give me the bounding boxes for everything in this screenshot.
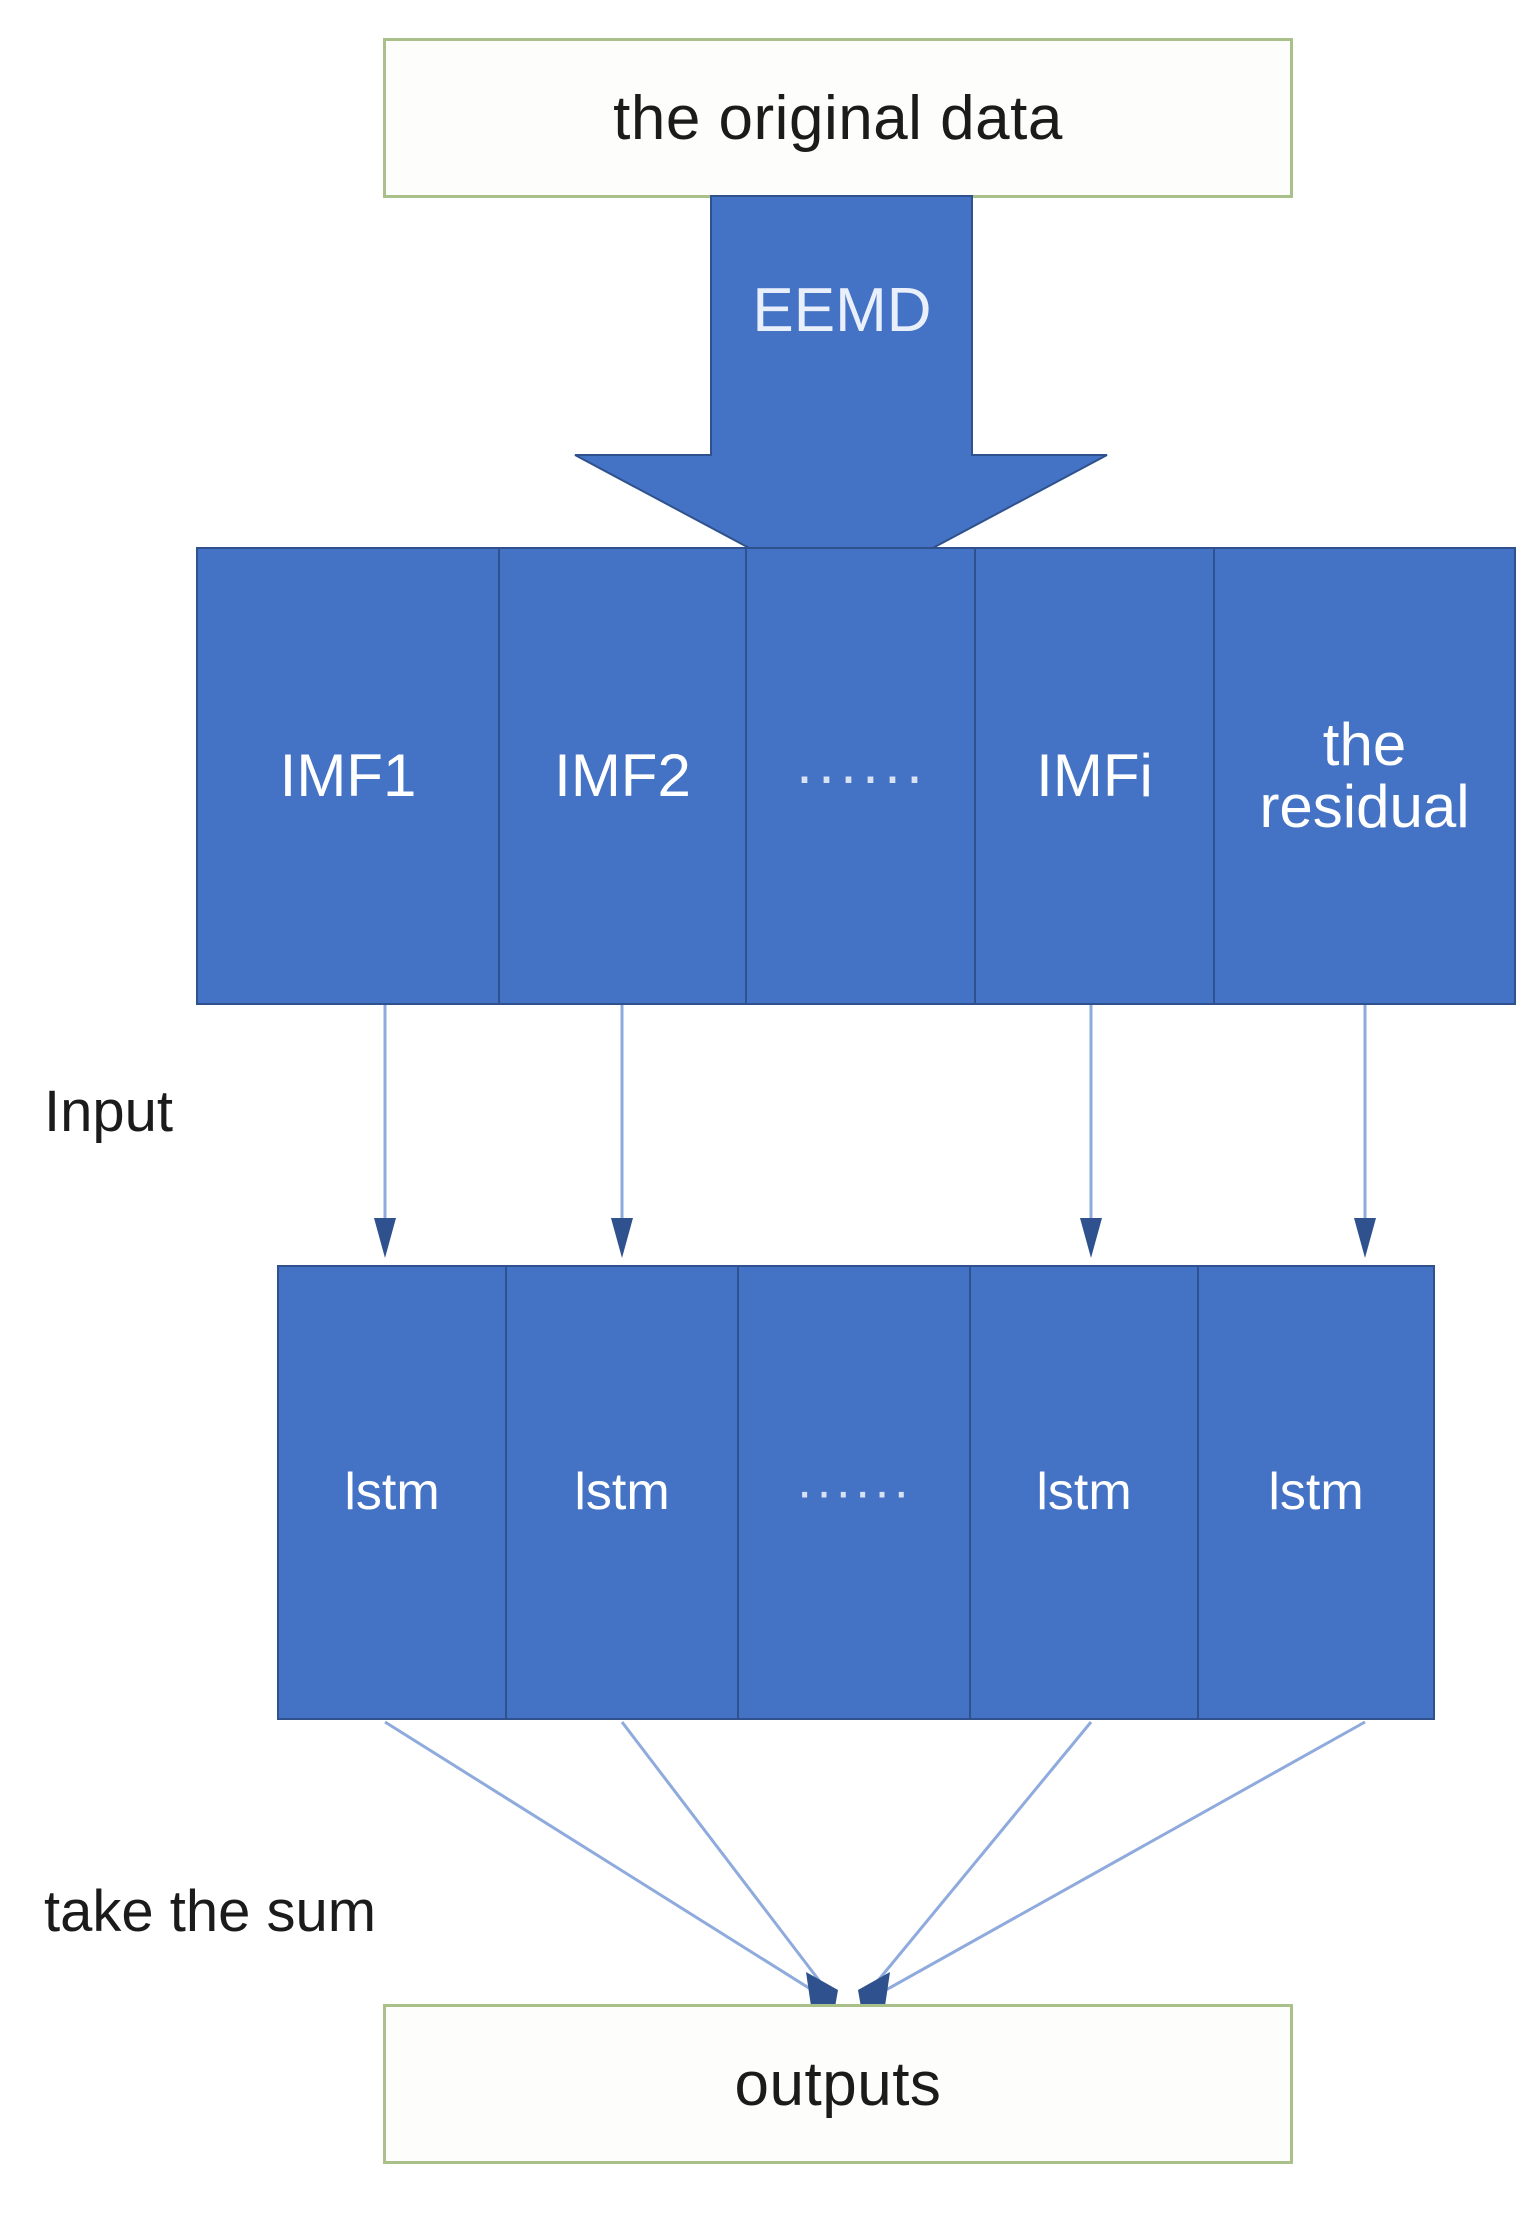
original-data-label: the original data [613, 83, 1063, 153]
lstm-cell-last-label: lstm [1268, 1463, 1364, 1522]
imf-ellipsis-label: ······ [794, 741, 927, 809]
model-row: lstm lstm ······ lstm lstm [277, 1265, 1435, 1720]
input-arrowhead-1 [374, 1218, 396, 1258]
imf-cell-2: IMF2 [500, 549, 747, 1003]
take-the-sum-label: take the sum [44, 1879, 377, 1944]
imf-cell-1-label: IMF1 [279, 741, 417, 809]
lstm-cell-i-label: lstm [1036, 1463, 1132, 1522]
sum-connector-4 [867, 1720, 1366, 2002]
lstm-cell-1: lstm [279, 1267, 507, 1718]
original-data-box: the original data [383, 38, 1293, 198]
lstm-cell-2-label: lstm [574, 1463, 670, 1522]
sum-connector-2 [620, 1721, 836, 2001]
eemd-arrow-label: EEMD [752, 276, 932, 345]
input-arrowhead-4 [1354, 1218, 1376, 1258]
lstm-cell-i: lstm [971, 1267, 1199, 1718]
imf-cell-ellipsis: ······ [747, 549, 976, 1003]
decomposition-row: IMF1 IMF2 ······ IMFi the residual [196, 547, 1516, 1005]
imf-cell-i: IMFi [976, 549, 1215, 1003]
outputs-box: outputs [383, 2004, 1293, 2164]
outputs-label: outputs [734, 2049, 942, 2119]
eemd-block-arrow [574, 195, 1108, 599]
lstm-cell-last: lstm [1199, 1267, 1433, 1718]
lstm-cell-ellipsis: ······ [739, 1267, 971, 1718]
imf-cell-1: IMF1 [198, 549, 500, 1003]
input-arrowhead-2 [611, 1218, 633, 1258]
sum-connector-3 [860, 1721, 1093, 2001]
imf-cell-i-label: IMFi [1036, 741, 1153, 809]
lstm-cell-1-label: lstm [344, 1463, 440, 1522]
lstm-cell-2: lstm [507, 1267, 739, 1718]
lstm-ellipsis-label: ······ [796, 1463, 912, 1522]
imf-cell-residual-label: the residual [1259, 710, 1470, 840]
imf-cell-residual: the residual [1215, 549, 1514, 1003]
imf-cell-2-label: IMF2 [554, 741, 691, 809]
input-arrowhead-3 [1080, 1218, 1102, 1258]
sum-connector-1 [384, 1720, 829, 2002]
input-label: Input [44, 1079, 173, 1144]
